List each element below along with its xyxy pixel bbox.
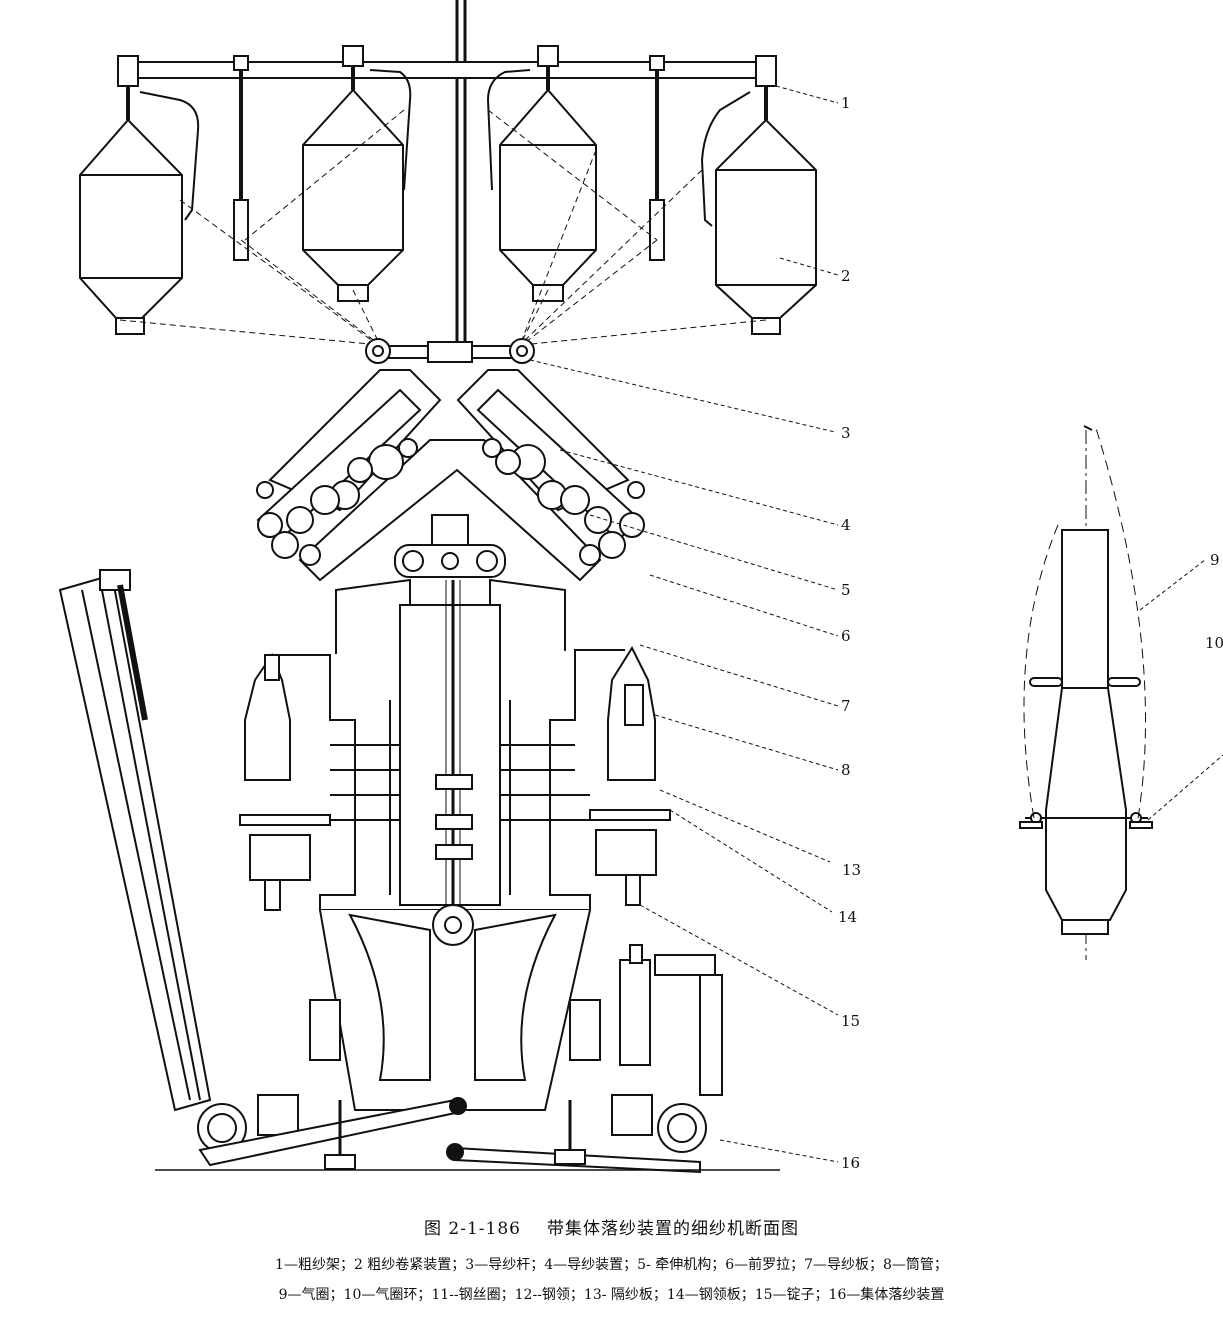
right-spindle-assembly: [589, 645, 671, 906]
guide-bar: [365, 338, 535, 364]
callout-6: 6: [841, 627, 851, 645]
callout-7: 7: [841, 697, 851, 715]
legend-line-1: 1—粗纱架；2 粗纱卷紧装置；3—导纱杆；4—导纱装置；5- 牵伸机构；6—前罗…: [275, 1257, 948, 1273]
spinning-frame-cross-section: 1 2 3 4 5 6 7 8 9 10 13 14 15 16: [58, 0, 1223, 1174]
callout-10: 10: [1205, 634, 1223, 652]
callout-1: 1: [841, 94, 851, 112]
callout-13: 13: [842, 861, 861, 879]
callout-numbers: 1 2 3 4 5 6 7 8 9 10 13 14 15 16: [838, 94, 1223, 1172]
callout-14: 14: [838, 908, 857, 926]
machine-frame: [270, 578, 625, 1111]
callout-4: 4: [841, 516, 851, 534]
callout-3: 3: [841, 424, 851, 442]
roving-paths: [119, 109, 767, 346]
drafting-system: [256, 369, 645, 582]
callout-2: 2: [841, 267, 851, 285]
callout-15: 15: [841, 1012, 860, 1030]
roving-bobbins: [79, 88, 817, 335]
callout-5: 5: [841, 581, 851, 599]
creel-frame: [117, 45, 777, 261]
callout-8: 8: [841, 761, 851, 779]
collective-doffing-device: [446, 944, 723, 1174]
balloon-ring-detail: [1019, 424, 1153, 960]
callout-9: 9: [1210, 551, 1220, 569]
figure-caption: 图 2-1-186 带集体落纱装置的细纱机断面图: [0, 1214, 1223, 1239]
callout-16: 16: [841, 1154, 860, 1172]
left-spindle-assembly: [239, 652, 331, 911]
figure-title: 带集体落纱装置的细纱机断面图: [546, 1219, 799, 1239]
legend-line-2: 9—气圈；10—气圈环；11--钢丝圈；12--钢领；13- 隔纱板；14—钢领…: [278, 1287, 945, 1303]
left-doffing-arm: [58, 569, 467, 1167]
floor: [155, 1100, 780, 1171]
figure-number: 图 2-1-186: [424, 1219, 521, 1239]
callout-leaders: [529, 85, 1223, 1163]
